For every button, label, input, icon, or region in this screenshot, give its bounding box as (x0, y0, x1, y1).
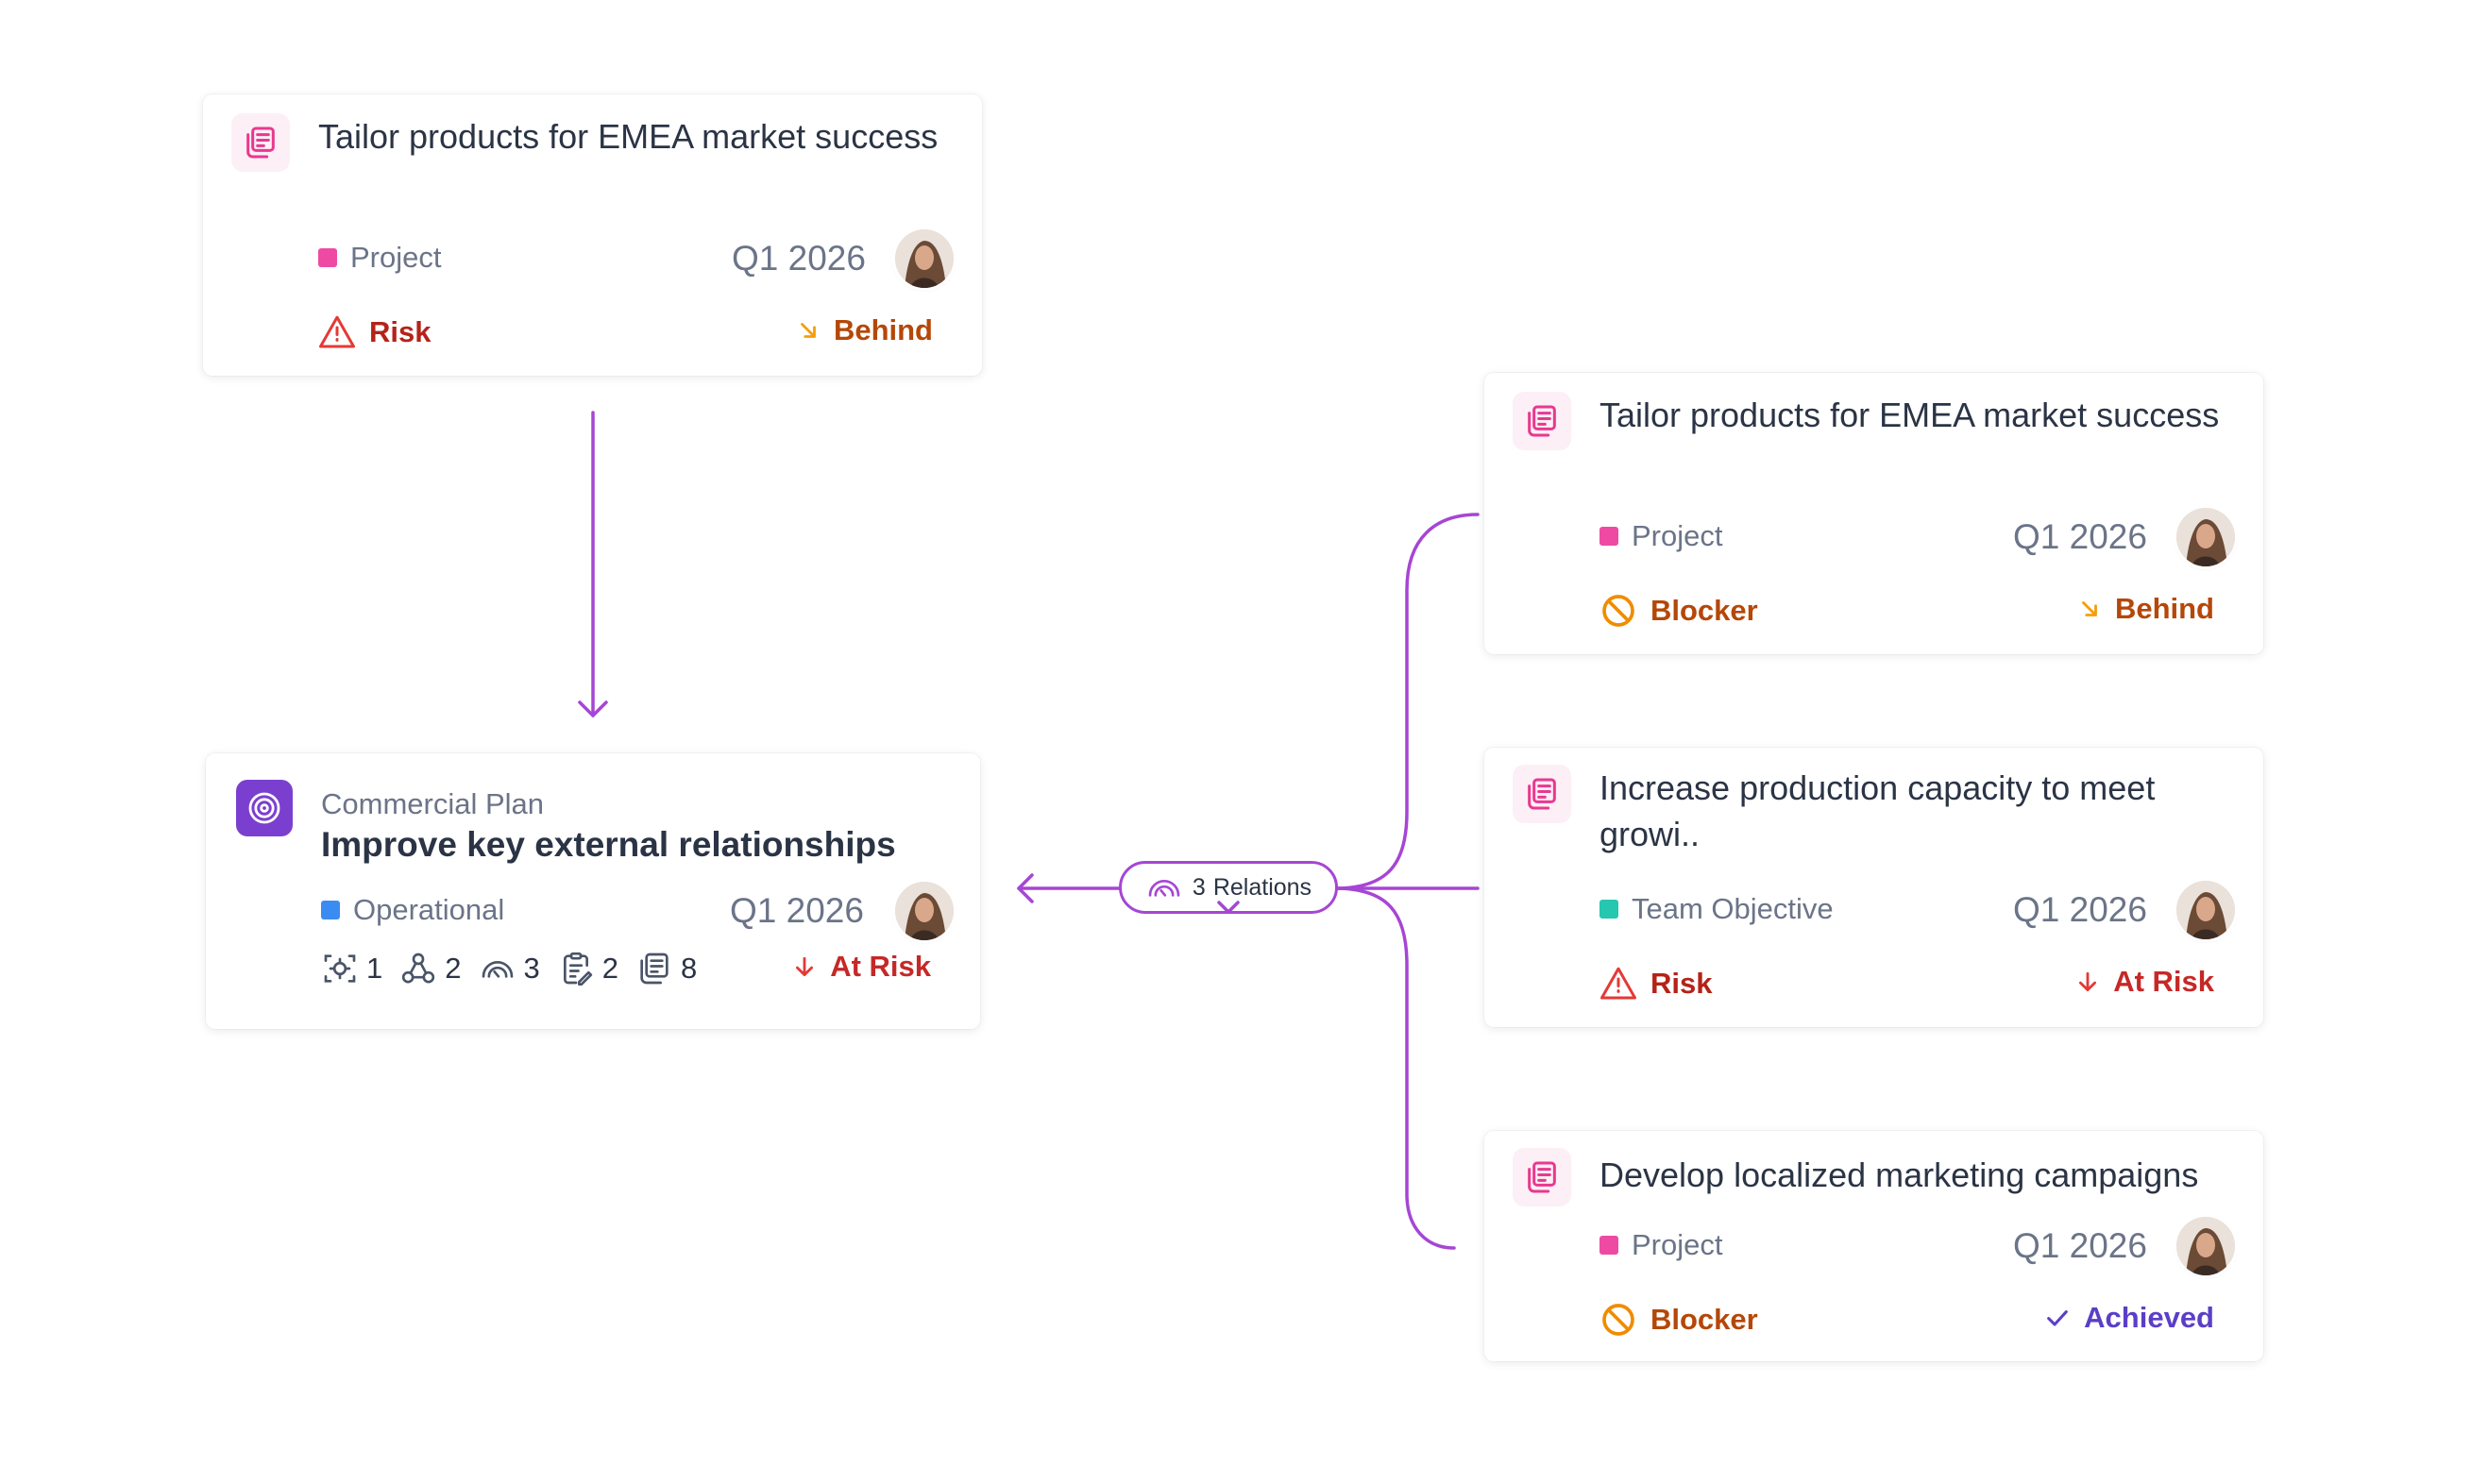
trend-at-risk: At Risk (2075, 965, 2214, 999)
document-stack-icon (231, 113, 290, 172)
document-stack-icon (1513, 1148, 1571, 1206)
status-label: Blocker (1650, 1303, 1758, 1336)
owner-avatar[interactable] (895, 229, 954, 288)
owner-avatar[interactable] (2176, 1217, 2235, 1275)
count-value: 2 (445, 952, 462, 985)
count-documents[interactable]: 8 (635, 950, 697, 987)
gauge-icon (482, 961, 513, 978)
arrow-down-right-icon (2082, 601, 2097, 616)
type-tag-label: Project (350, 241, 442, 274)
trend-behind: Behind (2077, 592, 2214, 626)
status-label: Blocker (1650, 594, 1758, 627)
relations-arrowhead (1017, 873, 1034, 903)
card-title[interactable]: Tailor products for EMEA market success (318, 117, 939, 156)
relations-badge[interactable]: 3 Relations (1119, 861, 1338, 914)
type-tag: Project (1599, 519, 1722, 553)
chevron-down-icon[interactable] (1214, 899, 1243, 918)
type-tag: Team Objective (1599, 892, 1834, 926)
card-title[interactable]: Increase production capacity to meet gro… (1599, 768, 2156, 853)
warning-icon (1600, 967, 1636, 1000)
count-value: 8 (681, 952, 698, 985)
owner-avatar[interactable] (895, 882, 954, 940)
type-tag-label: Operational (353, 893, 505, 926)
team-objective-color-swatch (1599, 900, 1618, 919)
blocked-icon (1602, 1304, 1634, 1336)
operational-color-swatch (321, 901, 340, 919)
document-stack-icon (640, 953, 669, 985)
plan-name[interactable]: Commercial Plan (321, 787, 545, 820)
period-label: Q1 2026 (732, 239, 866, 278)
type-tag: Operational (321, 893, 504, 927)
related-card-3[interactable]: Develop localized marketing campaigns Pr… (1484, 1131, 2263, 1361)
relation-counts: 1 2 3 2 8 (321, 950, 714, 987)
period-label: Q1 2026 (2013, 1226, 2147, 1265)
count-value: 3 (523, 952, 540, 985)
branch-top (1333, 513, 1480, 890)
type-tag-label: Team Objective (1632, 892, 1834, 925)
count-gauge[interactable]: 3 (479, 950, 540, 987)
trend-label: Behind (833, 313, 933, 346)
trend-at-risk: At Risk (792, 950, 931, 984)
status-risk: Risk (1599, 965, 1712, 1003)
period-label: Q1 2026 (2013, 890, 2147, 929)
arrow-down-right-icon (801, 323, 816, 338)
status-risk: Risk (318, 313, 431, 351)
trend-label: Achieved (2084, 1301, 2214, 1334)
card-title[interactable]: Develop localized marketing campaigns (1599, 1155, 2199, 1194)
objective-title[interactable]: Improve key external relationships (321, 825, 896, 864)
period-label: Q1 2026 (2013, 517, 2147, 556)
count-checklist[interactable]: 2 (557, 950, 618, 987)
count-value: 2 (601, 952, 618, 985)
document-stack-icon (1513, 765, 1571, 823)
status-label: Risk (1650, 967, 1713, 1000)
focus-target-icon (324, 954, 356, 983)
related-card-2[interactable]: Increase production capacity to meet gro… (1484, 748, 2263, 1027)
type-tag-label: Project (1632, 1228, 1723, 1261)
owner-avatar[interactable] (2176, 881, 2235, 939)
period-label: Q1 2026 (730, 891, 864, 930)
relations-count: 3 (1192, 873, 1206, 901)
arrow-down-icon (796, 956, 814, 977)
type-tag-label: Project (1632, 519, 1723, 552)
count-value: 1 (366, 952, 383, 985)
status-label: Risk (369, 315, 432, 348)
status-blocker: Blocker (1599, 592, 1758, 630)
network-nodes-icon (402, 953, 435, 984)
warning-icon (319, 315, 355, 348)
trend-achieved: Achieved (2044, 1301, 2214, 1335)
blocked-icon (1602, 595, 1634, 627)
gauge-icon (1148, 880, 1180, 897)
count-focus[interactable]: 1 (321, 950, 382, 987)
top-project-card[interactable]: Tailor products for EMEA market success … (203, 94, 982, 376)
top-to-main-arrowhead (578, 700, 608, 717)
trend-behind: Behind (796, 313, 933, 347)
project-color-swatch (1599, 1236, 1618, 1255)
project-color-swatch (1599, 527, 1618, 546)
count-network[interactable]: 2 (399, 950, 462, 987)
trend-label: At Risk (830, 950, 931, 983)
card-title[interactable]: Tailor products for EMEA market success (1599, 396, 2220, 434)
trend-label: Behind (2114, 592, 2214, 625)
related-card-1[interactable]: Tailor products for EMEA market success … (1484, 373, 2263, 654)
owner-avatar[interactable] (2176, 508, 2235, 566)
status-blocker: Blocker (1599, 1301, 1758, 1339)
trend-label: At Risk (2113, 965, 2214, 998)
branch-bottom (1333, 886, 1456, 1250)
arrow-down-icon (2079, 971, 2097, 992)
project-color-swatch (318, 248, 337, 267)
checklist-icon (563, 952, 592, 986)
type-tag: Project (1599, 1228, 1722, 1262)
type-tag: Project (318, 241, 441, 275)
target-icon (236, 780, 293, 836)
document-stack-icon (1513, 392, 1571, 450)
main-objective-card[interactable]: Commercial Plan Improve key external rel… (206, 753, 980, 1029)
relations-label: Relations (1212, 873, 1312, 901)
checkmark-icon (2047, 1310, 2069, 1326)
